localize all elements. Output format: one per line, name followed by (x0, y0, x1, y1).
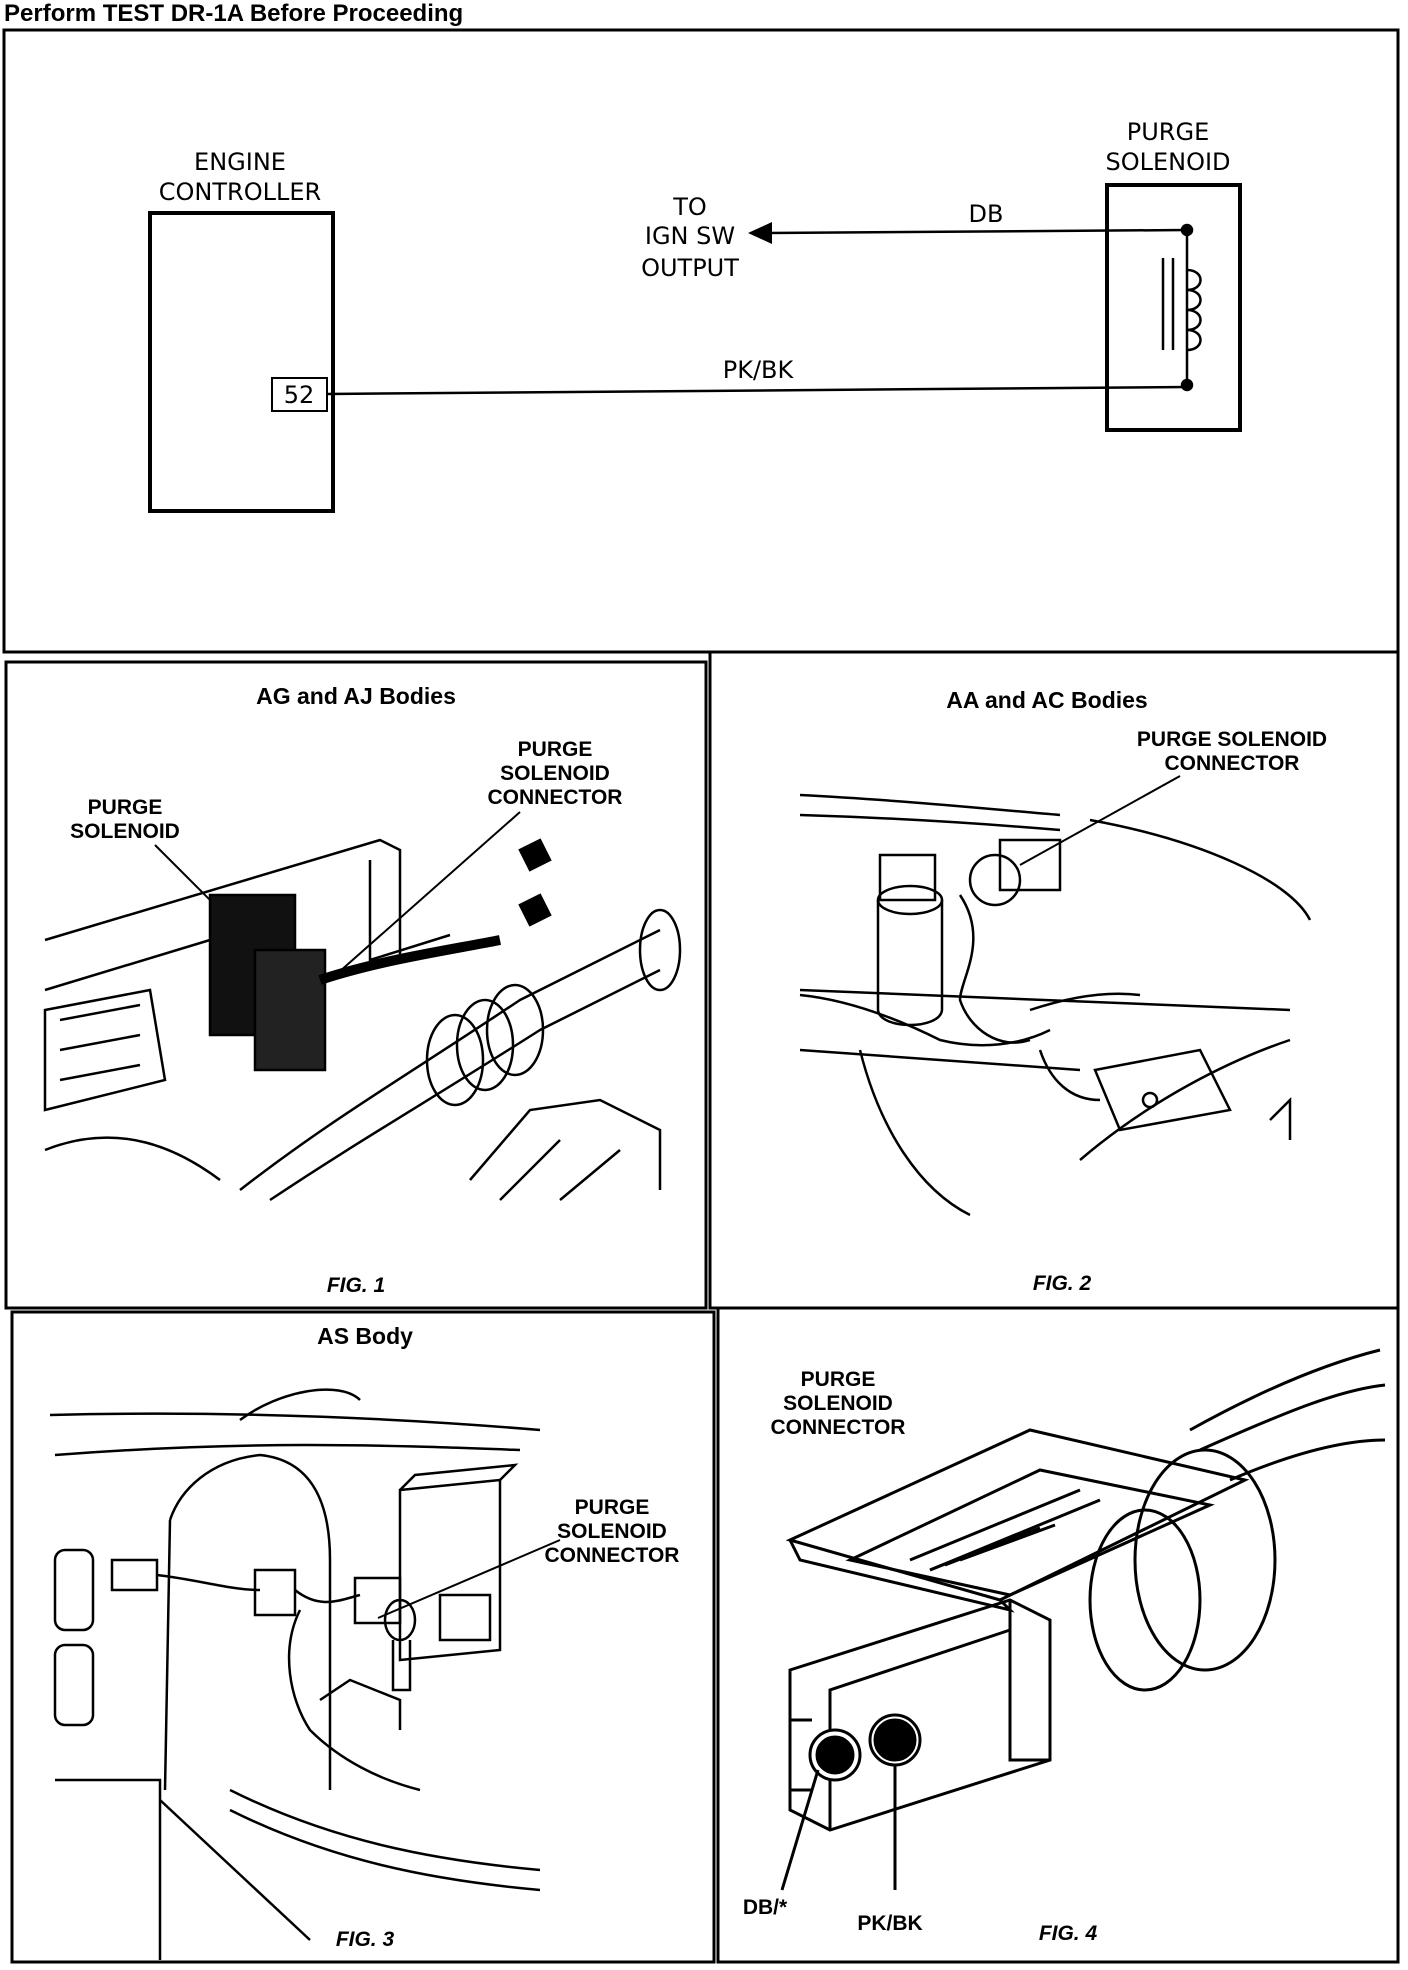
fig3-leader-connector (377, 1539, 561, 1619)
fig1: AG and AJ Bodies PURGE SOLENOID PURGE SO… (43, 683, 682, 1297)
controller-label-2: CONTROLLER (159, 178, 321, 206)
connector-illustration (785, 1348, 1386, 1832)
fig4-caption: FIG. 4 (1039, 1922, 1098, 1945)
pkbk-wire (326, 385, 1188, 396)
fig4-label-2: SOLENOID (783, 1392, 893, 1415)
to-label-3: OUTPUT (641, 254, 739, 282)
wire-label-pkbk: PK/BK (723, 356, 795, 384)
fig4-label-3: CONNECTOR (771, 1416, 906, 1439)
wire-label-db: DB (969, 200, 1004, 228)
fig4-leader-db (780, 1769, 820, 1891)
panel-frames (2, 28, 1400, 1964)
solenoid-label-2: SOLENOID (1105, 148, 1230, 176)
fig2-title: AA and AC Bodies (946, 687, 1147, 713)
fig3-frame (10, 1310, 716, 1964)
controller-label-1: ENGINE (194, 148, 286, 176)
fig4-frame (716, 1306, 1400, 1964)
fig3-connector-label-3: CONNECTOR (545, 1544, 680, 1567)
fig1-leader-connector (329, 811, 521, 981)
fig1-engine-illustration (43, 838, 682, 1202)
pin-number: 52 (284, 381, 315, 409)
fig1-caption: FIG. 1 (327, 1274, 385, 1297)
fig2-engine-illustration (799, 793, 1312, 1217)
to-label-1: TO (672, 193, 707, 221)
fig1-connector-label-1: PURGE (518, 738, 593, 761)
fig1-connector-label-2: SOLENOID (500, 762, 610, 785)
fig1-solenoid-label-1: PURGE (88, 796, 163, 819)
fig2-caption: FIG. 2 (1033, 1272, 1092, 1295)
to-label-2: IGN SW (645, 222, 735, 250)
pin-box (271, 377, 328, 412)
schematic-frame (2, 28, 1400, 654)
fig1-frame (4, 660, 708, 1310)
fig3-caption: FIG. 3 (336, 1928, 395, 1951)
fig3-connector-label-2: SOLENOID (557, 1520, 667, 1543)
fig1-title: AG and AJ Bodies (256, 683, 456, 709)
engine-controller-box (148, 211, 335, 513)
page-title: Perform TEST DR-1A Before Proceeding (4, 0, 464, 27)
schematic: ENGINE CONTROLLER 52 PURGE SOLENOID DB T… (148, 118, 1242, 513)
fig4-label-1: PURGE (801, 1368, 876, 1391)
db-wire (767, 228, 1188, 235)
fig4-pin-pkbk: PK/BK (857, 1912, 922, 1935)
fig3-engine-illustration (49, 1388, 541, 1960)
solenoid-label-1: PURGE (1127, 118, 1209, 146)
fig1-connector-label-3: CONNECTOR (488, 786, 623, 809)
fig3-connector-label-1: PURGE (575, 1496, 650, 1519)
fig2-connector-label-1: PURGE SOLENOID (1137, 728, 1327, 751)
fig4-pin-db: DB/* (743, 1896, 788, 1919)
fig3-title: AS Body (317, 1323, 413, 1349)
fig1-solenoid-label-2: SOLENOID (70, 820, 180, 843)
fig2-leader-connector (1019, 775, 1181, 866)
fig3: AS Body PURGE SOLENOID CONNECTOR (49, 1323, 680, 1960)
fig2: AA and AC Bodies PURGE SOLENOID CONNECTO… (799, 687, 1327, 1295)
coil-icon (1161, 223, 1202, 392)
fig2-connector-label-2: CONNECTOR (1165, 752, 1300, 775)
purge-solenoid-box (1105, 183, 1242, 432)
arrow-icon (748, 222, 772, 244)
fig4: PURGE SOLENOID CONNECTOR DB/* PK/BK (743, 1348, 1386, 1945)
